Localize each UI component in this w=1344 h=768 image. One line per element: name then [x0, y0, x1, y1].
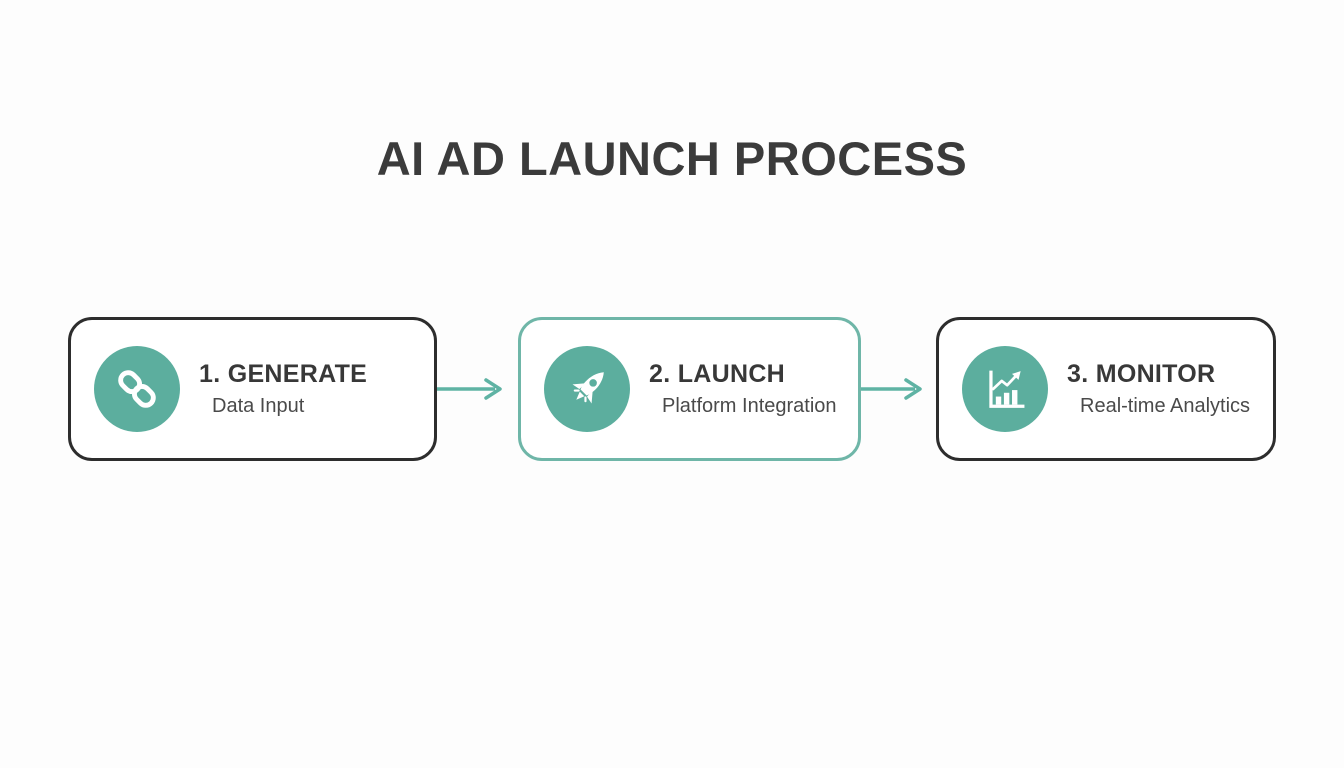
arrow-right-icon	[861, 377, 929, 401]
chain-link-icon	[110, 362, 164, 416]
step-text-block: 2. LAUNCH Platform Integration	[649, 360, 837, 418]
page-title: AI AD LAUNCH PROCESS	[376, 132, 968, 185]
step-label: 1. GENERATE	[199, 360, 368, 388]
step-icon-circle	[544, 346, 630, 432]
bar-chart-trend-icon	[978, 362, 1032, 416]
step-label: 3. MONITOR	[1067, 360, 1216, 388]
rocket-icon	[560, 362, 614, 416]
step-sublabel: Platform Integration	[662, 395, 837, 417]
step-icon-circle	[94, 346, 180, 432]
flow-arrow-1	[437, 377, 509, 401]
step-sublabel: Real-time Analytics	[1080, 395, 1251, 417]
step-sublabel: Data Input	[212, 395, 305, 417]
step-card-monitor: 3. MONITOR Real-time Analytics	[936, 317, 1276, 461]
step-card-generate: 1. GENERATE Data Input	[68, 317, 437, 461]
step-text-block: 1. GENERATE Data Input	[199, 360, 367, 418]
step-label: 2. LAUNCH	[649, 360, 786, 388]
arrow-right-icon	[437, 377, 509, 401]
step-card-launch: 2. LAUNCH Platform Integration	[518, 317, 861, 461]
flow-arrow-2	[861, 377, 929, 401]
step-icon-circle	[962, 346, 1048, 432]
step-text-block: 3. MONITOR Real-time Analytics	[1067, 360, 1250, 418]
